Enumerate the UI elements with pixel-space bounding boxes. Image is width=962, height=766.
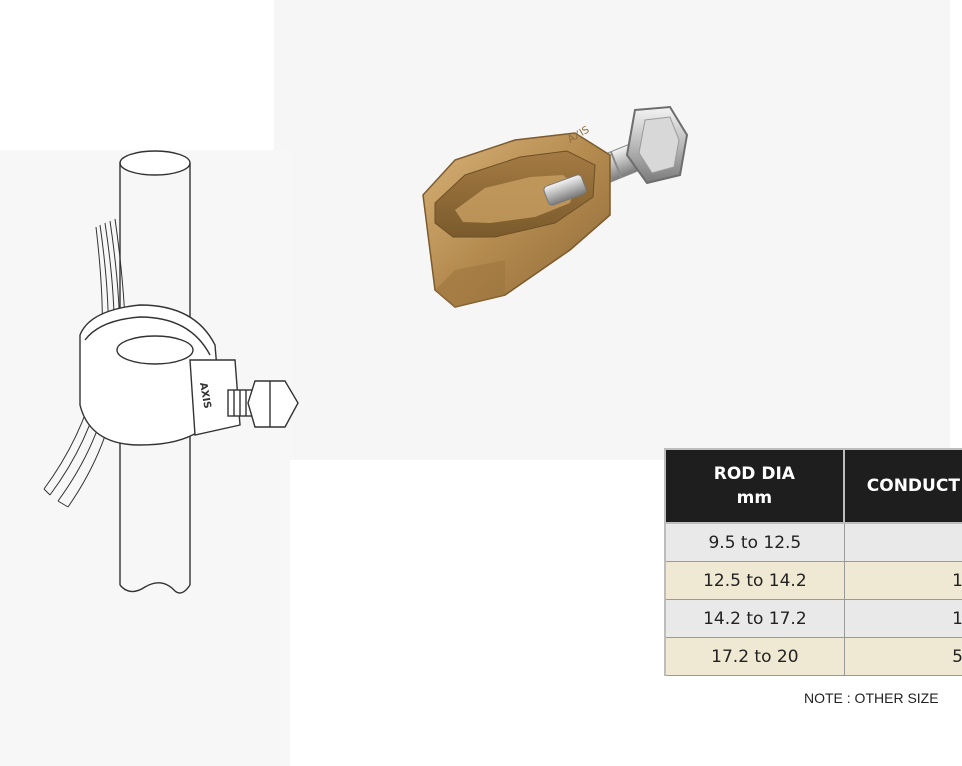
table-row: 14.2 to 17.2 1 [666,600,962,638]
header-conductor: CONDUCT [844,450,962,524]
clamp-product-photo: AXIS [422,105,689,308]
conductor-cell [844,524,962,562]
header-rod-dia: ROD DIA mm [666,450,845,524]
rod-dia-cell: 12.5 to 14.2 [666,562,845,600]
table-row: 12.5 to 14.2 1 [666,562,962,600]
rod-size-table: ROD DIA mm CONDUCT 9.5 to 12.5 12.5 to 1… [664,448,962,676]
size-note: NOTE : OTHER SIZE [804,690,939,706]
table-row: 17.2 to 20 5 [666,638,962,676]
conductor-cell: 1 [844,600,962,638]
rod-dia-cell: 9.5 to 12.5 [666,524,845,562]
header-rod-dia-line2: mm [736,488,773,508]
conductor-cell: 1 [844,562,962,600]
table-row: 9.5 to 12.5 [666,524,962,562]
clamp-installation-drawing: AXIS [43,150,299,594]
conductor-cell: 5 [844,638,962,676]
photo-panel-background [274,0,950,460]
rod-dia-cell: 17.2 to 20 [666,638,845,676]
rod-dia-cell: 14.2 to 17.2 [666,600,845,638]
header-rod-dia-line1: ROD DIA [713,464,795,484]
drawing-brand-mark: AXIS [197,382,212,410]
table-header-row: ROD DIA mm CONDUCT [666,450,962,524]
drawing-panel-background [0,150,290,766]
